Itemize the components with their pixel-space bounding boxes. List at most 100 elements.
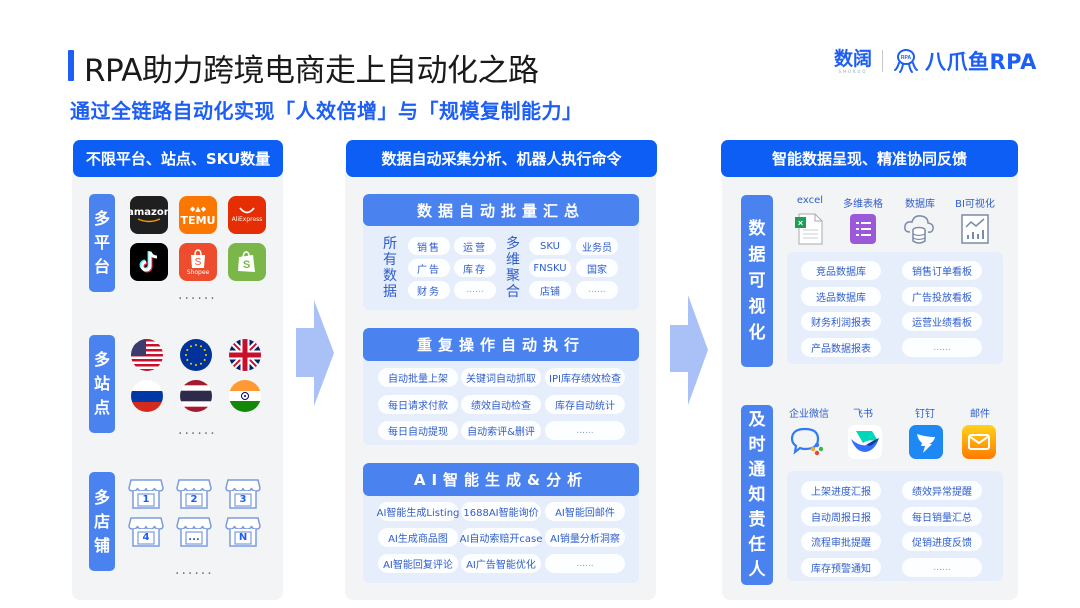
dingtalk-label: 钉钉 — [915, 409, 935, 420]
dimension-pill: FNSKU — [529, 259, 571, 277]
wecom-icon — [790, 427, 823, 456]
excel-label: excel — [796, 195, 824, 206]
task-pill: 每日请求付款 — [378, 395, 458, 414]
output-pill: ...... — [902, 338, 982, 357]
label-char: 台 — [93, 257, 110, 276]
store-number: 3 — [239, 494, 247, 505]
all-data-label: 所 有 数 据 — [383, 236, 397, 300]
shopee-text: Shopee — [186, 268, 210, 276]
russia-flag-icon — [131, 380, 163, 412]
dimension-pill: 店铺 — [529, 281, 571, 299]
email-label: 邮件 — [970, 409, 990, 420]
amazon-smile — [137, 218, 161, 223]
label-char: 多 — [93, 487, 110, 507]
label-char: 可 — [748, 271, 766, 291]
data-category-pill: 财务 — [408, 281, 450, 299]
temu-icon: ◆▲◆ TEMU — [179, 196, 217, 234]
task-pill: IPI库存绩效检查 — [545, 368, 625, 387]
output-pill: 运营业绩看板 — [902, 312, 982, 331]
store-icon: N — [225, 516, 261, 548]
output-pill: 库存预警通知 — [801, 558, 881, 577]
flow-arrow-icon — [670, 295, 708, 405]
data-category-pill: 销售 — [408, 237, 450, 255]
store-icon: ... — [176, 516, 212, 548]
shukuo-logo-subtext: SHUKUO — [838, 68, 868, 74]
database-label: 数据库 — [905, 199, 935, 210]
excel-file-icon: × — [795, 213, 823, 245]
output-pill: 每日销量汇总 — [902, 507, 982, 526]
task-pill: ...... — [545, 421, 625, 440]
data-category-pill: 广告 — [408, 259, 450, 277]
aliexpress-smile — [239, 207, 255, 214]
store-number: 2 — [190, 494, 198, 505]
label-char: 知 — [748, 484, 766, 505]
label-char: 点 — [93, 398, 110, 417]
svg-text:RPA: RPA — [901, 55, 912, 61]
label-char: 铺 — [93, 535, 110, 555]
aliexpress-icon: AliExpress — [228, 196, 266, 234]
label-char: 通 — [748, 459, 766, 480]
label-char: 视 — [748, 297, 766, 317]
label-char: 合 — [506, 284, 520, 300]
output-pill: 绩效异常提醒 — [902, 481, 982, 500]
aliexpress-text: AliExpress — [231, 216, 263, 223]
dimension-pill: SKU — [529, 237, 571, 255]
multi-dimension-label: 多 维 聚 合 — [506, 236, 520, 300]
task-pill: AI生成商品图 — [378, 528, 458, 547]
store-icon: 2 — [176, 478, 212, 510]
output-pill: 自动周报日报 — [801, 507, 881, 526]
output-pill: 竞品数据库 — [801, 261, 881, 280]
left-panel-header: 不限平台、站点、SKU数量 — [73, 140, 283, 177]
dingtalk-icon — [909, 425, 943, 459]
usa-flag-icon — [131, 339, 163, 371]
label-char: 及 — [748, 409, 766, 430]
feishu-label: 飞书 — [853, 409, 873, 420]
shopee-icon: S Shopee — [179, 243, 217, 281]
repeated-ops-title: 重复操作自动执行 — [363, 328, 639, 361]
output-pill: 促销进度反馈 — [902, 532, 982, 551]
task-pill: AI智能生成Listing — [377, 502, 459, 521]
output-pill: 产品数据报表 — [801, 338, 881, 357]
page-title: RPA助力跨境电商走上自动化之路 — [84, 53, 539, 89]
label-char: 据 — [383, 284, 397, 300]
data-aggregation-title: 数据自动批量汇总 — [363, 194, 639, 226]
store-number: 1 — [142, 494, 150, 505]
multi-table-label: 多维表格 — [843, 199, 883, 210]
task-pill: AI销量分析洞察 — [545, 528, 625, 547]
uk-flag-icon — [229, 339, 261, 371]
label-char: 店 — [93, 511, 110, 531]
eu-flag-icon — [180, 339, 212, 371]
task-pill: 1688AI智能询价 — [461, 502, 541, 521]
store-number: 4 — [142, 532, 150, 543]
label-char: 聚 — [506, 268, 520, 284]
label-char: 数 — [748, 219, 766, 239]
label-char: 据 — [748, 245, 766, 265]
output-pill: 广告投放看板 — [902, 287, 982, 306]
label-char: 平 — [93, 233, 110, 252]
label-char: 数 — [383, 268, 397, 284]
shopify-icon: S — [228, 243, 266, 281]
bi-chart-icon — [961, 214, 989, 244]
store-number: ... — [188, 532, 200, 543]
store-icon: 4 — [128, 516, 164, 548]
tiktok-icon — [130, 243, 168, 281]
output-pill: 选品数据库 — [801, 287, 881, 306]
shukuo-logo-text: 数阔 — [834, 47, 873, 70]
wecom-label: 企业微信 — [789, 409, 829, 420]
bi-visualization-label: BI可视化 — [955, 199, 995, 210]
task-pill: 绩效自动检查 — [461, 395, 541, 414]
task-pill: 每日自动提现 — [378, 421, 458, 440]
ai-generation-title: AI智能生成&分析 — [363, 463, 639, 496]
shopee-bag: S — [191, 248, 205, 268]
label-char: 站 — [93, 374, 110, 393]
multi-store-label: 多 店 铺 — [89, 472, 115, 571]
store-number: N — [238, 532, 248, 543]
task-pill: AI智能回复评论 — [378, 554, 458, 573]
more-sites-ellipsis: ...... — [178, 422, 217, 438]
label-char: 维 — [506, 252, 520, 268]
task-pill: 自动索评&删评 — [461, 421, 541, 440]
flow-arrow-icon — [296, 300, 334, 406]
email-icon — [962, 425, 996, 459]
output-pill: 流程审批提醒 — [801, 532, 881, 551]
task-pill: AI智能回邮件 — [545, 502, 625, 521]
